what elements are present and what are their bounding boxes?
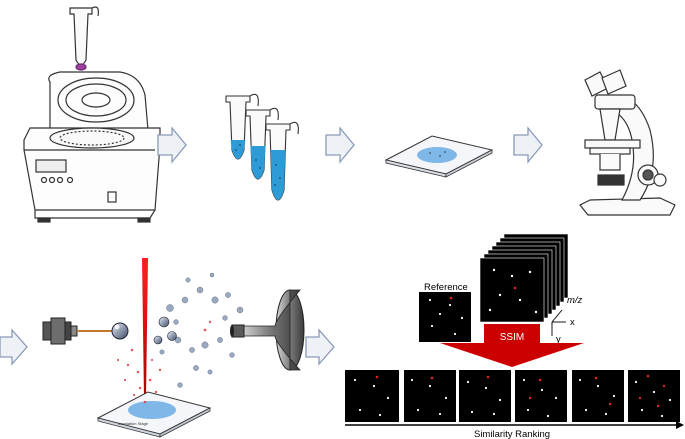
- microscope-icon: [579, 69, 676, 216]
- ssim-label: SSIM: [500, 332, 524, 343]
- x-axis-label: x: [570, 317, 575, 328]
- flow-arrow-icon: [513, 126, 543, 164]
- ranked-image-4: [515, 370, 567, 422]
- ranked-image-3: [459, 370, 511, 422]
- ranked-image-6: [628, 370, 680, 422]
- ranked-images: [345, 370, 680, 422]
- laser-beam: [142, 258, 148, 398]
- ion-source-icon: [42, 317, 129, 345]
- reference-label: Reference: [424, 282, 468, 293]
- ranked-image-2: [404, 370, 456, 422]
- ranking-axis: [345, 421, 684, 429]
- ranked-image-5: [572, 370, 624, 422]
- flow-arrow-icon: [325, 126, 355, 164]
- stage-label: translation Stage: [118, 421, 149, 426]
- flow-arrow-icon: [305, 328, 335, 366]
- sample-tubes-icon: [225, 93, 299, 201]
- reference-image: [419, 292, 471, 342]
- flow-arrow-icon: [0, 328, 28, 366]
- centrifuge-icon: [23, 6, 161, 223]
- mz-image-stack: [479, 233, 569, 323]
- flow-arrow-icon: [157, 126, 187, 164]
- mz-label: m/z: [567, 295, 583, 306]
- axis-indicator: [551, 309, 566, 336]
- ranked-image-1: [345, 370, 399, 422]
- translation-stage: translation Stage: [96, 391, 212, 438]
- ion-funnel-icon: [230, 289, 305, 371]
- ion-plume: [116, 272, 253, 404]
- glass-slide-icon: [384, 135, 494, 178]
- ssim-arrow: [440, 324, 584, 367]
- similarity-ranking-label: Similarity Ranking: [474, 429, 550, 439]
- y-axis-label: y: [556, 334, 561, 345]
